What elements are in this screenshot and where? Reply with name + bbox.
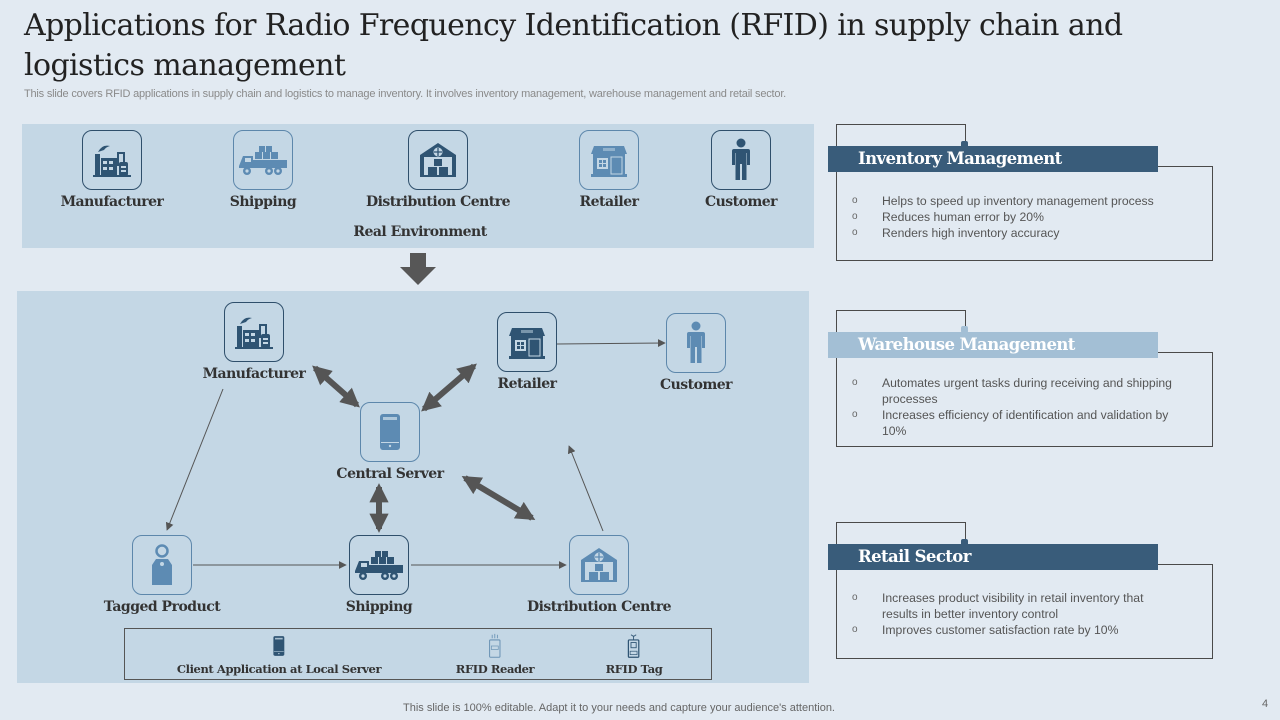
diagram-node-shipping: Shipping xyxy=(319,535,439,615)
card-bullets: Automates urgent tasks during receiving … xyxy=(850,375,1180,439)
person-icon xyxy=(711,130,771,190)
rfid-tag-icon xyxy=(627,633,641,659)
real-env-node-retailer: Retailer xyxy=(549,130,669,210)
real-environment-caption: Real Environment xyxy=(353,224,487,240)
server-icon xyxy=(273,633,285,659)
legend-item-rfid-tag: RFID Tag xyxy=(606,633,663,676)
diagram-node-customer: Customer xyxy=(636,313,756,393)
factory-icon xyxy=(82,130,142,190)
bullet-item: Automates urgent tasks during receiving … xyxy=(850,375,1180,407)
node-label: Shipping xyxy=(229,194,297,210)
diagram-node-retailer: Retailer xyxy=(467,312,587,392)
card-bullets: Increases product visibility in retail i… xyxy=(850,590,1180,638)
slide-subtitle: This slide covers RFID applications in s… xyxy=(24,88,787,100)
shop-icon xyxy=(579,130,639,190)
connector-dot xyxy=(961,326,968,333)
page-number: 4 xyxy=(1262,698,1269,710)
real-env-node-distribution-centre: Distribution Centre xyxy=(358,130,518,210)
node-label: Retailer xyxy=(497,376,558,392)
diagram-node-manufacturer: Manufacturer xyxy=(194,302,314,382)
bullet-item: Increases efficiency of identification a… xyxy=(850,407,1180,439)
card-frame-top xyxy=(836,310,966,334)
node-label: Distribution Centre xyxy=(526,599,672,615)
rfid-reader-icon xyxy=(488,633,502,659)
legend-label: RFID Reader xyxy=(455,662,535,676)
diagram-node-distribution-centre: Distribution Centre xyxy=(519,535,679,615)
person-icon xyxy=(666,313,726,373)
truck-icon xyxy=(233,130,293,190)
node-label: Distribution Centre xyxy=(365,194,511,210)
node-label: Tagged Product xyxy=(103,599,221,615)
connector-dot xyxy=(961,141,968,148)
bullet-item: Reduces human error by 20% xyxy=(850,209,1200,225)
legend-label: RFID Tag xyxy=(605,662,663,676)
card-title: Warehouse Management xyxy=(828,332,1158,358)
server-icon xyxy=(360,402,420,462)
real-env-node-manufacturer: Manufacturer xyxy=(52,130,172,210)
legend-item-client-server: Client Application at Local Server xyxy=(176,633,382,676)
footer-note: This slide is 100% editable. Adapt it to… xyxy=(403,702,835,714)
diagram-node-tagged-product: Tagged Product xyxy=(92,535,232,615)
node-label: Shipping xyxy=(345,599,413,615)
shop-icon xyxy=(497,312,557,372)
card-bullets: Helps to speed up inventory management p… xyxy=(850,193,1200,241)
card-title: Retail Sector xyxy=(828,544,1158,570)
rfid-diagram-panel: Manufacturer Retailer Customer Central S… xyxy=(17,291,809,683)
node-label: Customer xyxy=(704,194,778,210)
node-label: Manufacturer xyxy=(60,194,164,210)
factory-icon xyxy=(224,302,284,362)
diagram-legend: Client Application at Local Server RFID … xyxy=(124,628,712,680)
bullet-item: Improves customer satisfaction rate by 1… xyxy=(850,622,1180,638)
card-title: Inventory Management xyxy=(828,146,1158,172)
real-env-node-customer: Customer xyxy=(681,130,801,210)
bullet-item: Helps to speed up inventory management p… xyxy=(850,193,1200,209)
connector-dot xyxy=(961,539,968,546)
slide-title: Applications for Radio Frequency Identif… xyxy=(24,8,1123,83)
warehouse-icon xyxy=(569,535,629,595)
bullet-item: Renders high inventory accuracy xyxy=(850,225,1200,241)
truck-icon xyxy=(349,535,409,595)
real-env-node-shipping: Shipping xyxy=(203,130,323,210)
card-frame-top xyxy=(836,522,966,552)
node-label: Retailer xyxy=(579,194,640,210)
legend-item-rfid-reader: RFID Reader xyxy=(455,633,535,676)
node-label: Manufacturer xyxy=(202,366,306,382)
legend-label: Client Application at Local Server xyxy=(176,662,382,676)
real-environment-panel: Manufacturer Shipping Distribution Centr… xyxy=(22,124,814,248)
bullet-item: Increases product visibility in retail i… xyxy=(850,590,1180,622)
diagram-node-central-server: Central Server xyxy=(320,402,460,482)
node-label: Customer xyxy=(659,377,733,393)
card-frame-top xyxy=(836,124,966,154)
tag-icon xyxy=(132,535,192,595)
down-arrow-icon xyxy=(400,253,436,285)
warehouse-icon xyxy=(408,130,468,190)
node-label: Central Server xyxy=(336,466,444,482)
